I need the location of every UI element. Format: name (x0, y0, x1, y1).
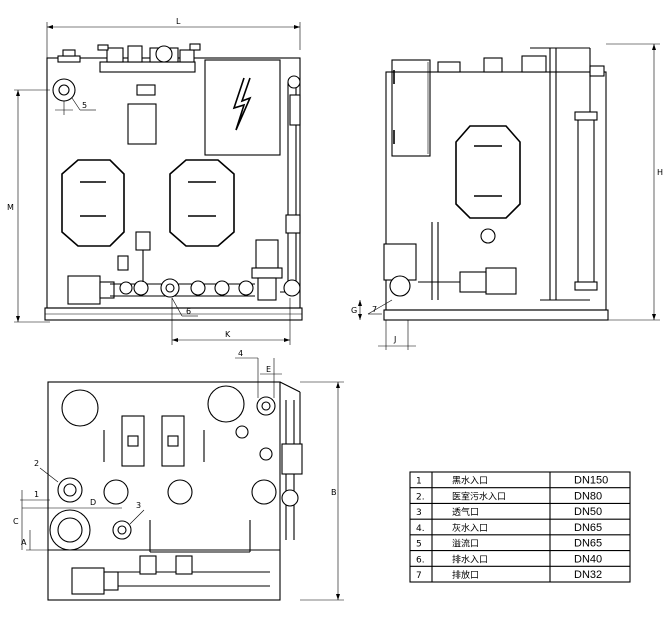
table-row: 1 黑水入口 DN150 (416, 475, 608, 487)
connection-table: 1 黑水入口 DN150 2. 医室污水入口 DN80 3 透气口 DN50 4. 灰水入口 DN65… (409, 471, 631, 583)
table-row: 3 透气口 DN50 (416, 506, 602, 518)
row-size: DN40 (574, 553, 602, 565)
row-number: 7 (416, 571, 422, 581)
row-number: 5 (416, 540, 422, 550)
row-name: 灰水入口 (452, 522, 488, 534)
dim-L: L (176, 17, 181, 26)
dim-C: C (13, 517, 19, 526)
row-name: 透气口 (452, 506, 479, 518)
callout-7: 7 (372, 305, 377, 314)
dim-A: A (21, 538, 27, 547)
row-name: 医室污水入口 (452, 490, 506, 502)
row-size: DN32 (574, 569, 602, 581)
dim-K: K (225, 330, 231, 339)
table-row: 5 溢流口 DN65 (416, 538, 602, 550)
side-view: H (351, 43, 663, 350)
dim-G: G (351, 306, 357, 315)
row-number: 2. (416, 492, 425, 502)
front-view: L M 5 (7, 17, 303, 345)
dim-H: H (657, 168, 663, 177)
row-name: 溢流口 (452, 538, 479, 550)
callout-1: 1 (34, 490, 39, 499)
callout-6: 6 (186, 307, 191, 316)
callout-3: 3 (136, 501, 141, 510)
row-number: 4. (416, 524, 425, 534)
callout-2: 2 (34, 459, 39, 468)
table-row: 4. 灰水入口 DN65 (416, 522, 602, 534)
table-row: 2. 医室污水入口 DN80 (416, 490, 602, 502)
dim-M: M (7, 203, 14, 212)
row-size: DN65 (574, 522, 602, 534)
dim-J: J (393, 335, 396, 344)
row-number: 6. (416, 555, 425, 565)
dim-D: D (90, 498, 96, 507)
row-size: DN150 (574, 475, 608, 487)
dim-E: E (266, 365, 271, 374)
row-size: DN80 (574, 490, 602, 502)
plan-view: B 4 E 2 (13, 349, 344, 601)
callout-4: 4 (238, 349, 243, 358)
row-size: DN65 (574, 538, 602, 550)
row-name: 排水入口 (452, 553, 488, 565)
row-name: 排放口 (452, 569, 479, 581)
callout-5: 5 (82, 101, 87, 110)
row-number: 1 (416, 477, 422, 487)
row-number: 3 (416, 508, 422, 518)
row-name: 黑水入口 (452, 475, 488, 487)
table-row: 6. 排水入口 DN40 (416, 553, 602, 565)
row-size: DN50 (574, 506, 602, 518)
table-row: 7 排放口 DN32 (416, 569, 602, 581)
dim-B: B (331, 488, 337, 497)
